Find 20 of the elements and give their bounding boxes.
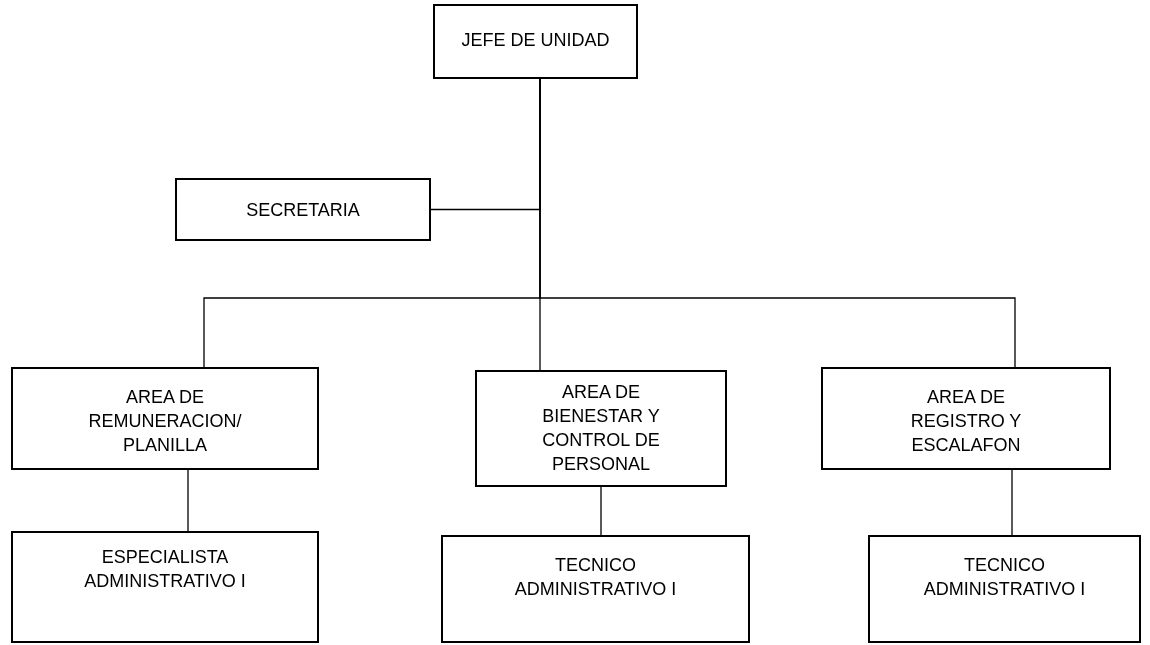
box-label: SECRETARIA — [245, 199, 361, 222]
box-label: JEFE DE UNIDAD — [460, 29, 611, 52]
org-box — [175, 178, 431, 241]
connector-line — [1011, 469, 1013, 536]
org-box — [433, 4, 638, 79]
org-box — [11, 367, 319, 470]
org-box — [868, 535, 1141, 643]
box-label: TECNICO ADMINISTRATIVO I — [513, 554, 678, 601]
box-label: AREA DE REGISTRO Y ESCALAFON — [909, 386, 1023, 457]
org-box — [441, 535, 750, 643]
connector-line — [539, 78, 1016, 368]
box-label: TECNICO ADMINISTRATIVO I — [922, 554, 1087, 601]
org-box — [475, 370, 727, 487]
org-box — [821, 367, 1111, 470]
org-box — [11, 531, 319, 643]
box-label: ESPECIALISTA ADMINISTRATIVO I — [83, 546, 247, 593]
box-label: AREA DE REMUNERACION/ PLANILLA — [87, 386, 243, 457]
connector-line — [187, 469, 189, 532]
box-label: AREA DE BIENESTAR Y CONTROL DE PERSONAL — [541, 381, 661, 476]
connector-line — [600, 486, 602, 536]
